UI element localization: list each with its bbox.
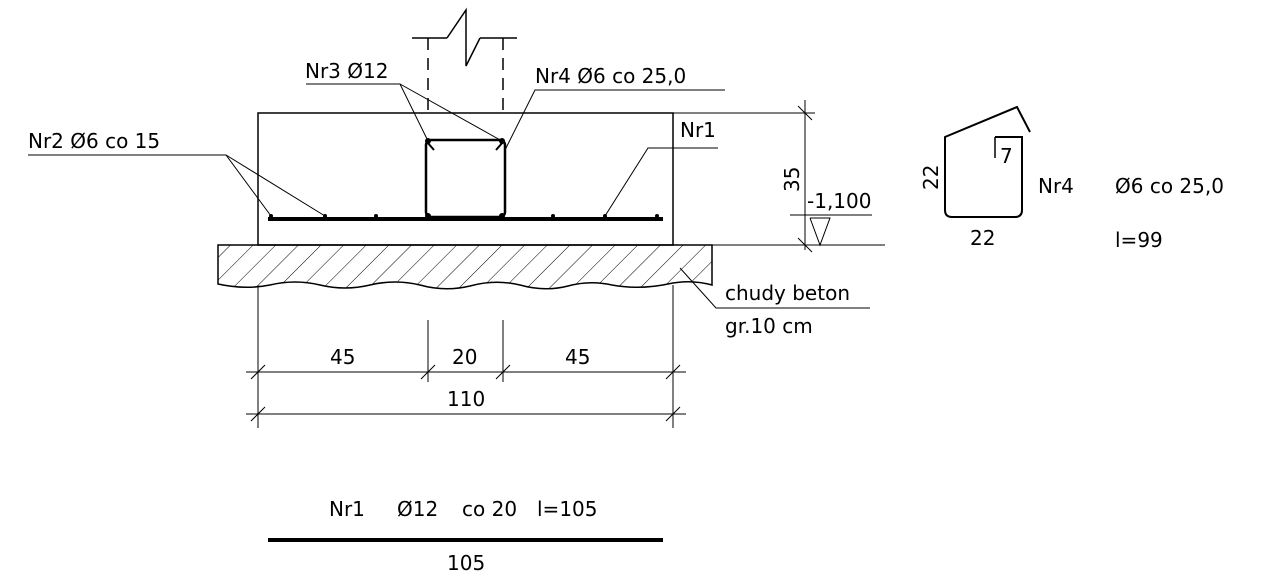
footing [257,112,674,246]
stirrup-section [424,138,507,219]
schedule-diameter: Ø12 [397,497,438,521]
stirrup-detail-shape [944,105,1031,218]
stirrup-side-height: 22 [919,165,943,190]
level-label: -1,100 [807,189,871,213]
lean-concrete [217,244,713,290]
stirrup-bottom-width: 22 [970,226,995,250]
nr1-label: Nr1 [680,118,716,142]
stirrup-length: l=99 [1115,228,1163,252]
nr2-leader [28,154,272,217]
cross-bar-dots [269,138,659,219]
column-stub [412,7,517,113]
stirrup-spec: Ø6 co 25,0 [1115,174,1224,198]
nr1-leader [604,147,718,217]
dim-total-value: 110 [447,387,485,411]
lean-concrete-thickness: gr.10 cm [725,314,813,338]
nr2-label: Nr2 Ø6 co 15 [28,129,160,153]
height-dimension-value: 35 [780,167,804,192]
schedule-name: Nr1 [329,497,365,521]
stirrup-name: Nr4 [1038,174,1074,198]
nr4-leader [504,89,725,151]
schedule-bar-length: 105 [447,551,485,575]
schedule-length-label: l=105 [537,497,598,521]
labels: Nr3 Ø12 Nr4 Ø6 co 25,0 Nr2 Ø6 co 15 Nr1 … [28,59,1224,575]
dim-left-value: 45 [330,345,355,369]
lean-concrete-leader [679,267,870,309]
lean-concrete-label: chudy beton [725,281,850,305]
dim-mid-value: 20 [452,345,477,369]
dim-right-value: 45 [565,345,590,369]
width-dimensions [246,285,686,428]
stirrup-hook: 7 [1000,144,1013,168]
schedule-spacing: co 20 [462,497,517,521]
break-symbol [446,7,481,67]
height-dimension [673,100,815,253]
nr3-label: Nr3 Ø12 [305,59,388,83]
nr4-label: Nr4 Ø6 co 25,0 [535,64,686,88]
